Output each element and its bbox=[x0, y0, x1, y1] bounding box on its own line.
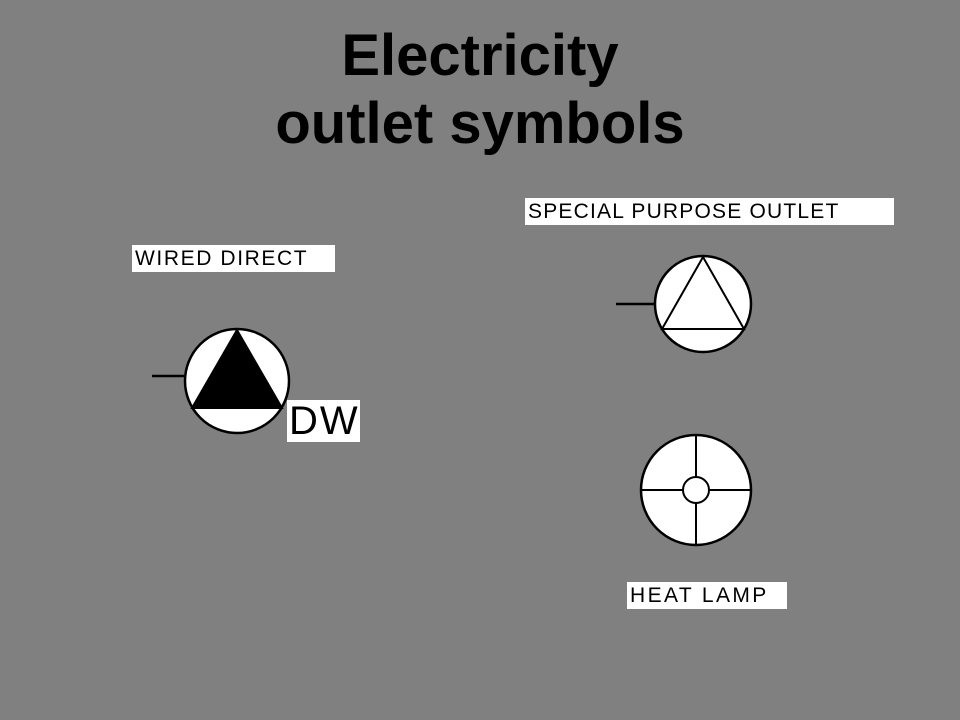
heat-lamp-label: HEAT LAMP bbox=[627, 582, 787, 609]
heat-lamp-symbol bbox=[639, 433, 753, 547]
title-line-2: outlet symbols bbox=[275, 91, 685, 156]
title-line-1: Electricity bbox=[341, 23, 619, 88]
special-purpose-outlet-label: SPECIAL PURPOSE OUTLET bbox=[525, 198, 894, 225]
wired-direct-filled-triangle bbox=[190, 327, 284, 409]
special-purpose-outlet-symbol bbox=[616, 254, 753, 354]
slide-title: Electricity outlet symbols bbox=[0, 22, 960, 158]
wired-direct-symbol bbox=[152, 327, 291, 435]
special-purpose-open-triangle bbox=[660, 254, 746, 330]
wired-direct-label: WIRED DIRECT bbox=[132, 245, 335, 272]
wired-direct-dw-tag: DW bbox=[287, 399, 360, 443]
heat-lamp-center-circle bbox=[682, 476, 710, 504]
